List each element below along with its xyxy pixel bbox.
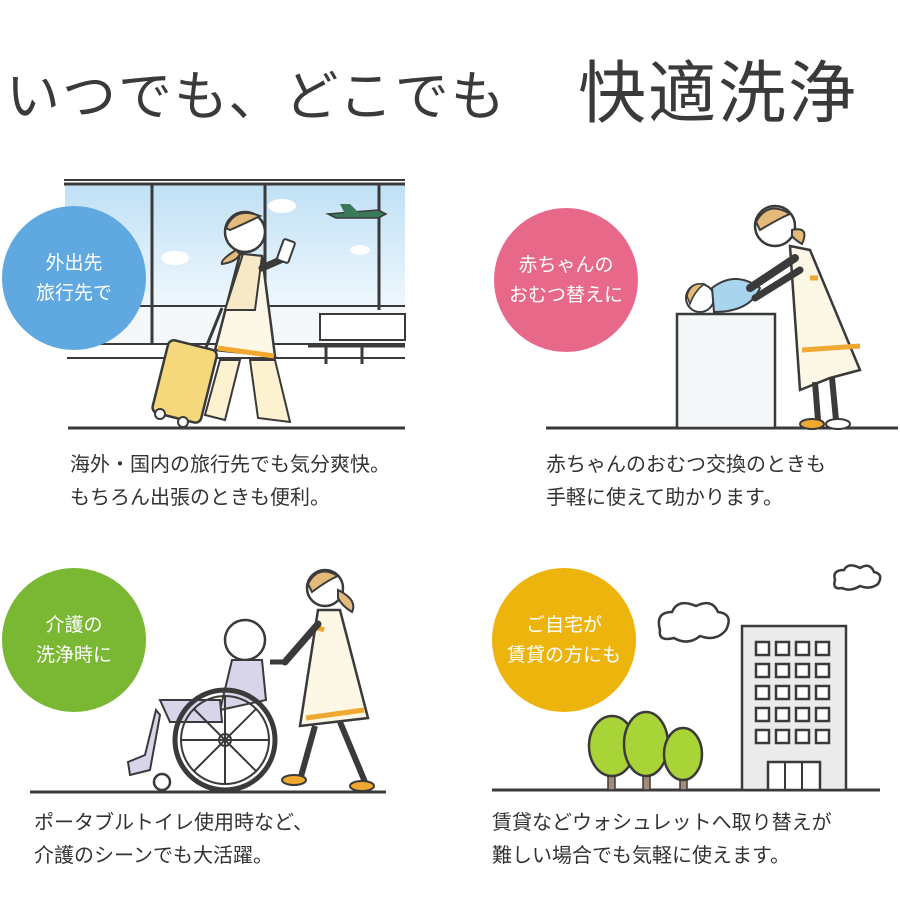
headline-sub: いつでも、どこでも bbox=[6, 65, 507, 128]
badge-baby: 赤ちゃんの おむつ替えに bbox=[494, 208, 638, 352]
caption-line-1: 賃貸などウォシュレットへ取り替えが bbox=[492, 810, 832, 834]
caption-rental: 賃貸などウォシュレットへ取り替えが 難しい場合でも気軽に使えます。 bbox=[492, 806, 832, 872]
badge-line-2: 洗浄時に bbox=[35, 644, 112, 666]
panel-travel: 外出先 旅行先で 海外・国内の旅行先でも気分爽快。 もちろん出張のときも便利。 bbox=[0, 170, 450, 530]
caption-line-2: 手軽に使えて助かります。 bbox=[546, 485, 783, 509]
diaper-change-icon bbox=[546, 204, 898, 430]
panel-rental: ご自宅が 賃貸の方にも 賃貸などウォシュレットへ取り替えが 難しい場合でも気軽に… bbox=[450, 550, 900, 900]
caption-travel: 海外・国内の旅行先でも気分爽快。 もちろん出張のときも便利。 bbox=[70, 448, 390, 514]
panel-baby: 赤ちゃんの おむつ替えに 赤ちゃんのおむつ交換のときも 手軽に使えて助かります。 bbox=[450, 170, 900, 530]
caption-care: ポータブルトイレ使用時など、 介護のシーンでも大活躍。 bbox=[34, 806, 313, 872]
caption-line-2: 難しい場合でも気軽に使えます。 bbox=[492, 843, 790, 867]
caption-line-2: もちろん出張のときも便利。 bbox=[70, 485, 330, 509]
badge-travel: 外出先 旅行先で bbox=[2, 206, 146, 350]
caption-line-1: 赤ちゃんのおむつ交換のときも bbox=[546, 452, 826, 476]
badge-line-2: 賃貸の方にも bbox=[506, 644, 621, 666]
badge-rental: ご自宅が 賃貸の方にも bbox=[492, 568, 636, 712]
caption-baby: 赤ちゃんのおむつ交換のときも 手軽に使えて助かります。 bbox=[546, 448, 826, 514]
badge-line-1: 外出先 bbox=[45, 252, 103, 274]
badge-line-1: ご自宅が bbox=[525, 614, 602, 636]
badge-care: 介護の 洗浄時に bbox=[2, 568, 146, 712]
headline-main: 快適洗浄 bbox=[578, 55, 859, 134]
caption-line-2: 介護のシーンでも大活躍。 bbox=[34, 843, 273, 867]
wheelchair-caregiver-icon bbox=[30, 568, 386, 794]
badge-line-2: 旅行先で bbox=[35, 282, 112, 304]
badge-line-2: おむつ替えに bbox=[508, 284, 623, 306]
apartment-building-icon bbox=[492, 564, 882, 792]
panel-care: 介護の 洗浄時に ポータブルトイレ使用時など、 介護のシーンでも大活躍。 bbox=[0, 550, 450, 900]
headline: いつでも、どこでも 快適洗浄 bbox=[0, 38, 900, 134]
caption-line-1: 海外・国内の旅行先でも気分爽快。 bbox=[70, 452, 390, 476]
badge-line-1: 介護の bbox=[45, 614, 103, 636]
caption-line-1: ポータブルトイレ使用時など、 bbox=[34, 810, 313, 834]
badge-line-1: 赤ちゃんの bbox=[518, 254, 614, 276]
